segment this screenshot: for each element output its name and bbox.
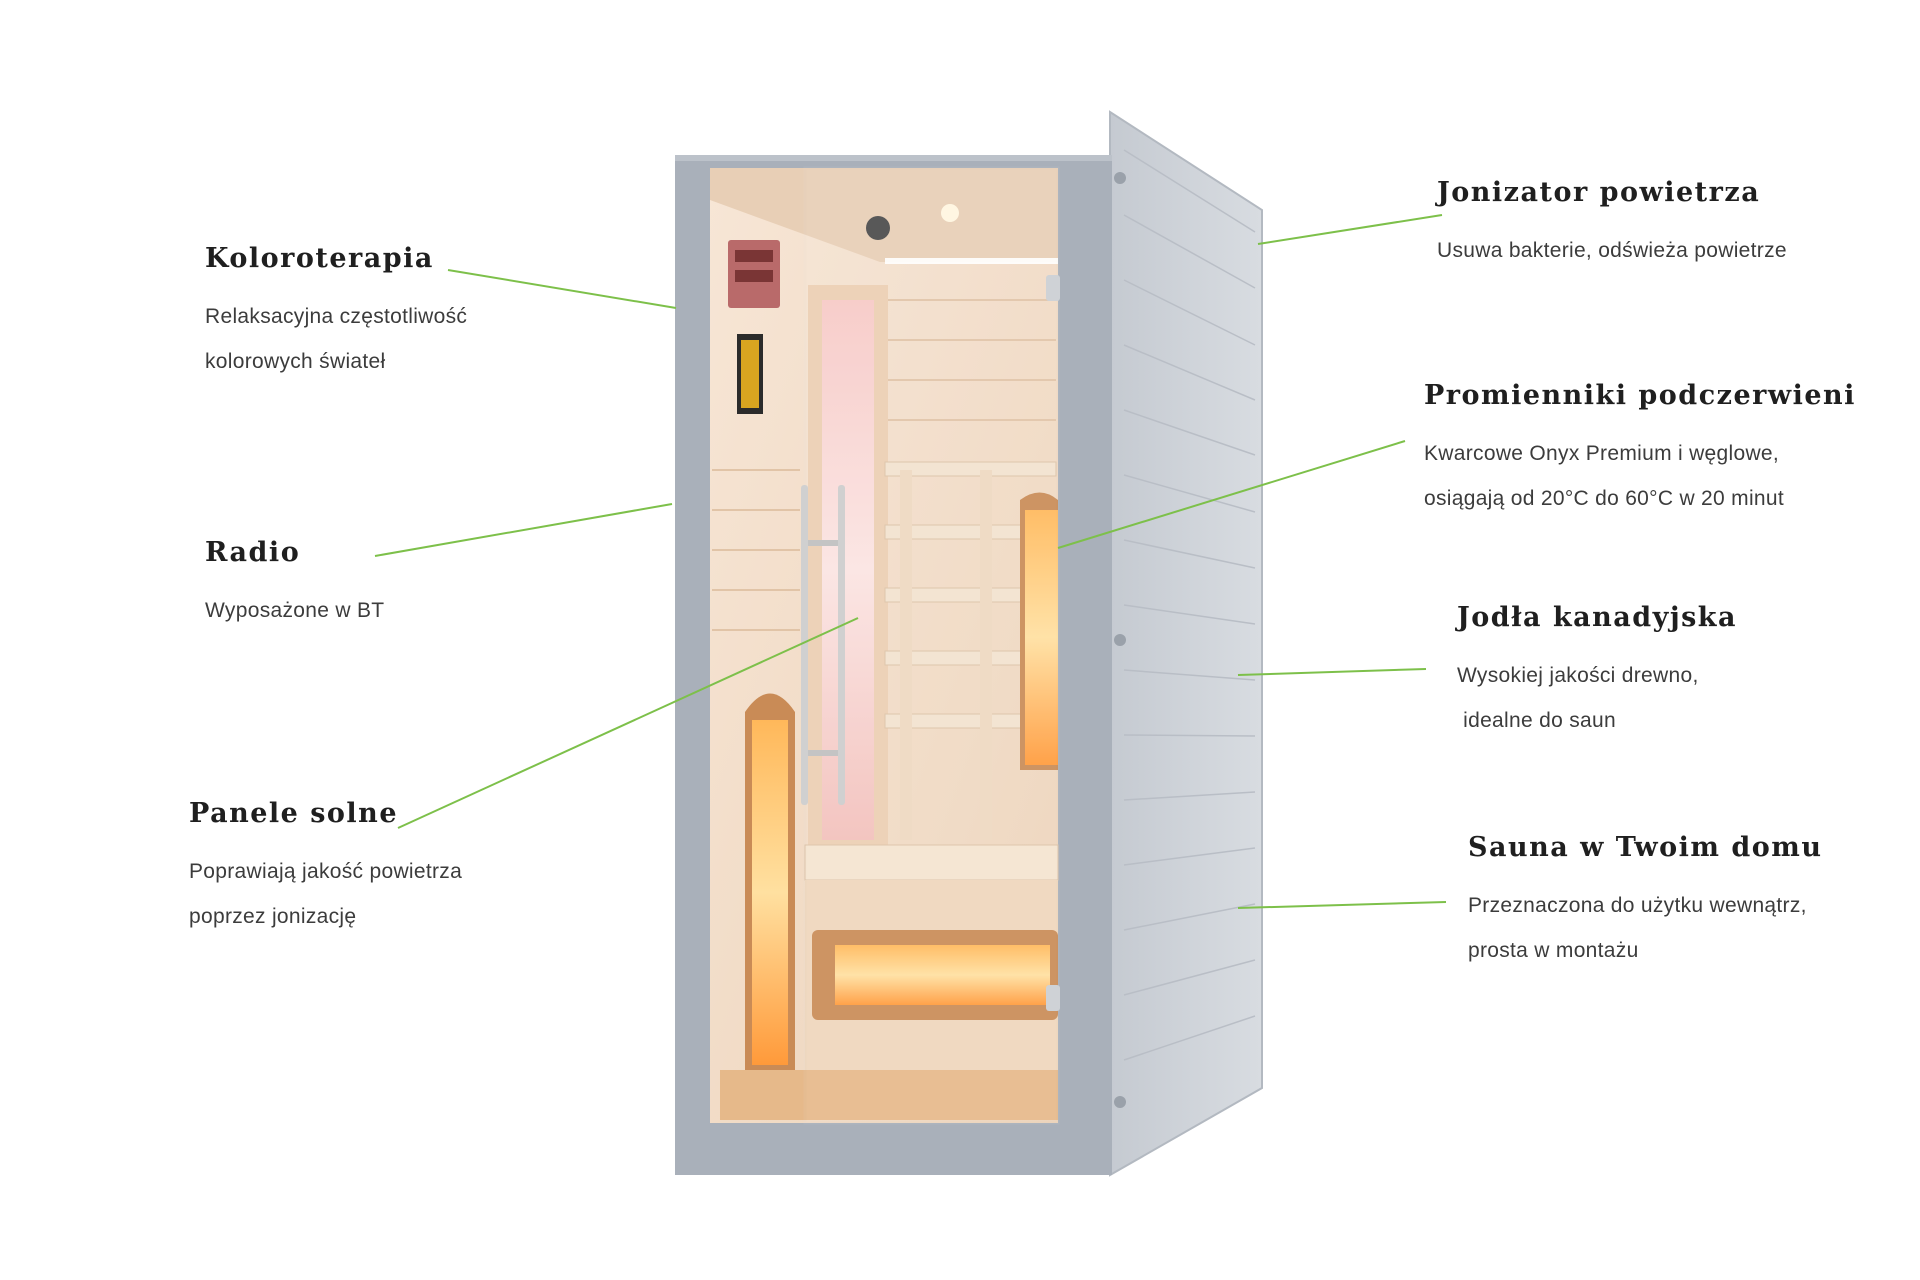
feature-title: Koloroterapia <box>205 243 434 274</box>
feature-description-line: poprzez jonizację <box>189 905 357 928</box>
leader-line-jonizator <box>1257 214 1443 245</box>
door-handle <box>801 485 808 805</box>
leader-line-panele <box>397 617 859 829</box>
sauna-side-panel <box>1109 110 1263 1177</box>
feature-title: Jodła kanadyjska <box>1457 602 1738 633</box>
leader-line-radio <box>374 503 673 557</box>
feature-description-line: osiągają od 20°C do 60°C w 20 minut <box>1424 487 1785 510</box>
feature-title: Panele solne <box>189 798 398 829</box>
feature-description-line: Kwarcowe Onyx Premium i węglowe, <box>1424 442 1780 465</box>
feature-promienniki: Promienniki podczerwieni Kwarcowe Onyx P… <box>1424 380 1856 521</box>
feature-koloroterapia: Koloroterapia Relaksacyjna częstotliwość… <box>205 243 467 384</box>
leader-line-sauna <box>1237 901 1447 909</box>
feature-description-line: prosta w montażu <box>1468 939 1639 962</box>
glass-door <box>803 166 1060 1125</box>
feature-description-line: Relaksacyjna częstotliwość <box>205 305 468 328</box>
feature-jonizator: Jonizator powietrza Usuwa bakterie, odśw… <box>1437 177 1787 273</box>
feature-description-line: kolorowych świateł <box>205 350 386 373</box>
feature-panele-solne: Panele solne Poprawiają jakość powietrza… <box>189 798 462 939</box>
feature-description-line: Usuwa bakterie, odświeża powietrze <box>1437 239 1787 262</box>
feature-sauna-w-domu: Sauna w Twoim domu Przeznaczona do użytk… <box>1468 832 1822 973</box>
floor-grate <box>720 1070 1058 1120</box>
feature-jodla: Jodła kanadyjska Wysokiej jakości drewno… <box>1457 602 1737 743</box>
feature-title: Jonizator powietrza <box>1437 177 1761 208</box>
leader-line-koloroterapia <box>447 269 677 309</box>
feature-title: Sauna w Twoim domu <box>1468 832 1823 863</box>
feature-description-line: Przeznaczona do użytku wewnątrz, <box>1468 894 1807 917</box>
leader-line-promienniki <box>1057 440 1406 549</box>
feature-description-line: Wysokiej jakości drewno, <box>1457 664 1699 687</box>
feature-radio: Radio Wyposażone w BT <box>205 537 384 633</box>
feature-title: Radio <box>205 537 301 568</box>
feature-description-line: Poprawiają jakość powietrza <box>189 860 463 883</box>
feature-description-line: idealne do saun <box>1457 709 1616 732</box>
leader-line-jodla <box>1237 668 1427 676</box>
sauna-interior <box>710 166 1060 1125</box>
feature-description-line: Wyposażone w BT <box>205 599 385 622</box>
feature-title: Promienniki podczerwieni <box>1424 380 1856 411</box>
